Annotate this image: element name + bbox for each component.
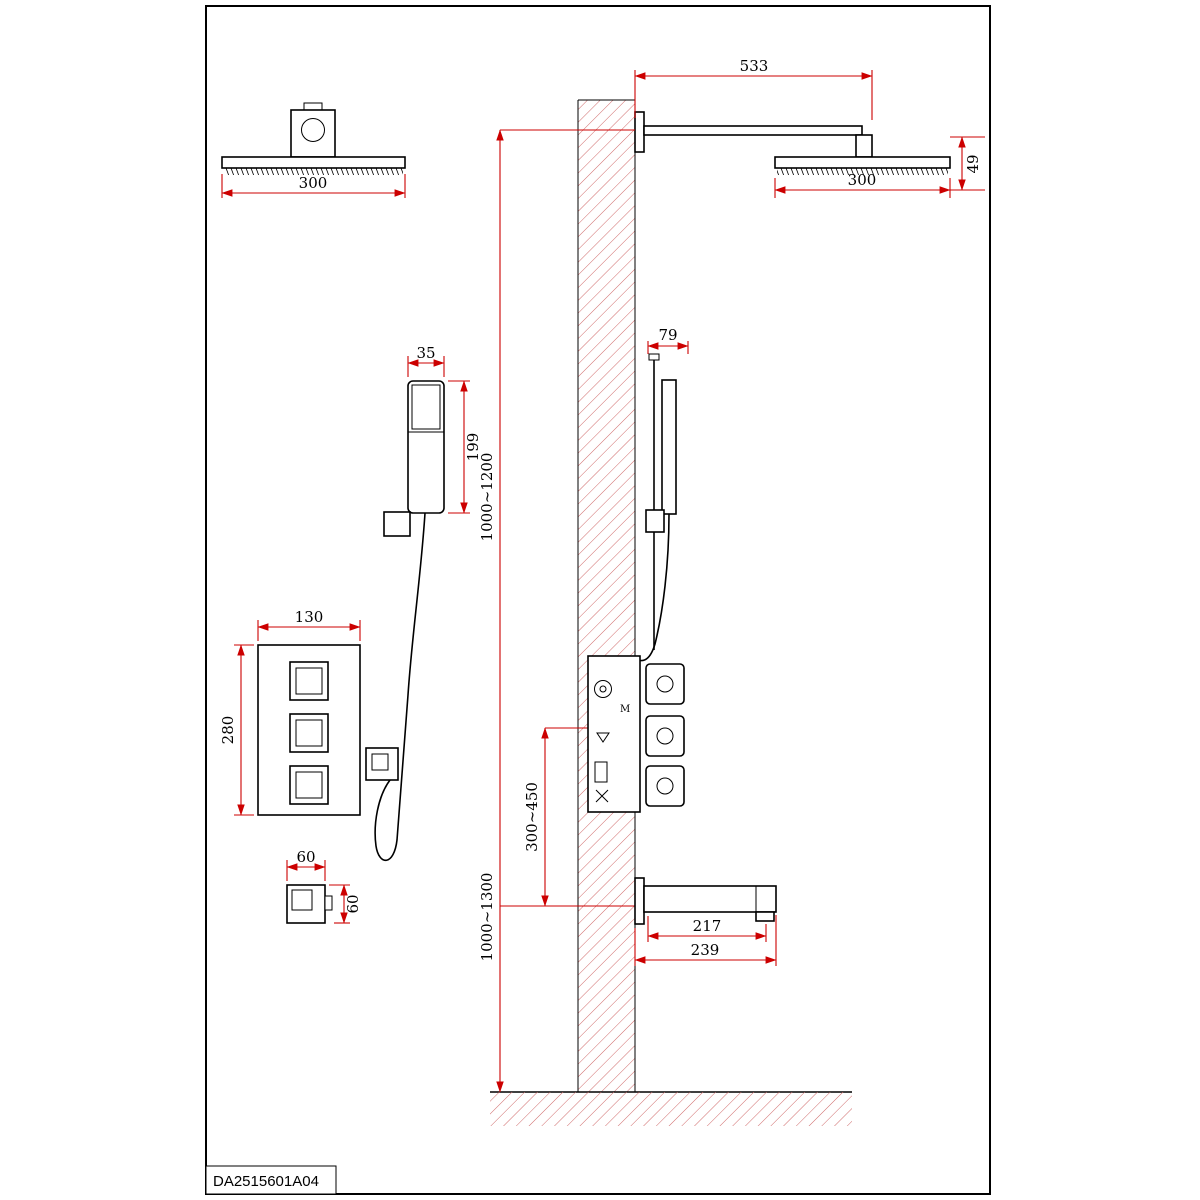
head-plate — [221, 156, 406, 169]
shower-hose-side — [633, 513, 670, 662]
dim-handshower-offset: 79 — [658, 326, 677, 344]
hose-wall-elbow — [365, 747, 399, 781]
dim-elbow-height: 60 — [344, 894, 362, 913]
dim-spout-reach: 217 — [693, 917, 722, 935]
shower-arm — [643, 125, 863, 136]
dim-spout-length: 239 — [691, 941, 720, 959]
valve-temp-dial — [594, 680, 612, 698]
title-block-code: DA2515601A04 — [213, 1173, 319, 1190]
slide-rail-cap — [648, 353, 660, 361]
hose-wall-elbow-inner — [371, 753, 389, 771]
elbow-outlet — [291, 889, 313, 911]
valve-front-view: 130 280 — [219, 608, 361, 816]
valve-side-view: M — [587, 655, 685, 813]
shower-hose — [374, 512, 426, 862]
dim-handshower-length: 199 — [464, 433, 482, 462]
arm-escutcheon — [634, 111, 645, 153]
head-nozzle-face-side — [777, 168, 948, 175]
overhead-shower-front-view: 300 — [221, 102, 406, 198]
valve-marking-m: M — [620, 704, 630, 715]
head-ball-joint — [301, 118, 325, 142]
dim-spout-mount-height: 1000~1300 — [478, 873, 496, 962]
valve-side-knob-2 — [645, 715, 685, 757]
valve-body — [587, 655, 641, 813]
dim-overhead-width-side: 300 — [848, 171, 877, 189]
dim-valve-to-spout: 300~450 — [523, 782, 541, 852]
elbow-nub — [324, 895, 333, 911]
valve-knob-2-inner — [295, 719, 323, 747]
floor-hatch — [490, 1092, 852, 1126]
valve-side-knob-3-circle — [656, 777, 674, 795]
valve-side-knob-1 — [645, 663, 685, 705]
title-block — [205, 1165, 337, 1195]
hand-shower-front-view: 35 199 — [365, 344, 482, 862]
wall-section — [577, 99, 636, 1092]
installation-height-dims: 1000~1200 1000~1300 300~450 — [478, 129, 650, 1093]
hand-shower-side-view: 79 — [633, 326, 689, 662]
spout-escutcheon — [634, 877, 645, 925]
dim-arm-length: 533 — [740, 57, 769, 75]
tub-spout-side-view: 217 239 — [634, 877, 777, 966]
dim-overhead-mount-height: 1000~1200 — [478, 453, 496, 542]
dim-valve-width: 130 — [295, 608, 324, 626]
valve-cross-detail — [595, 789, 609, 803]
dim-handshower-width: 35 — [416, 344, 435, 362]
valve-side-knob-1-circle — [656, 675, 674, 693]
dim-overhead-width-front: 300 — [299, 174, 328, 192]
head-bracket — [290, 109, 336, 158]
valve-arrow-icon — [596, 732, 610, 743]
valve-temp-dial-center — [599, 685, 607, 693]
spout-outlet — [755, 911, 775, 922]
valve-side-knob-2-circle — [656, 727, 674, 745]
valve-knob-1-inner — [295, 667, 323, 695]
dim-overhead-drop: 49 — [964, 154, 982, 173]
valve-side-knob-3 — [645, 765, 685, 807]
valve-knob-3-inner — [295, 771, 323, 799]
head-plate-side — [774, 156, 951, 169]
floor — [490, 1091, 852, 1126]
dim-elbow-width: 60 — [296, 848, 315, 866]
elbow-body — [286, 884, 326, 924]
overhead-shower-side-view: 533 300 49 — [634, 57, 985, 198]
valve-port-detail — [594, 761, 608, 783]
dim-valve-height: 280 — [219, 716, 237, 745]
wall-elbow-detail-view: 60 60 — [286, 848, 362, 924]
hand-shower-wand-side — [661, 379, 677, 515]
arm-elbow — [855, 134, 873, 158]
wall-hatch — [578, 100, 635, 1092]
hand-shower-holder — [383, 511, 411, 537]
hand-shower-holder-side — [645, 509, 665, 533]
spout-body — [643, 885, 777, 913]
hand-shower-wand — [407, 380, 445, 514]
hand-shower-spray-face — [411, 384, 441, 430]
head-nozzle-face — [224, 168, 403, 175]
